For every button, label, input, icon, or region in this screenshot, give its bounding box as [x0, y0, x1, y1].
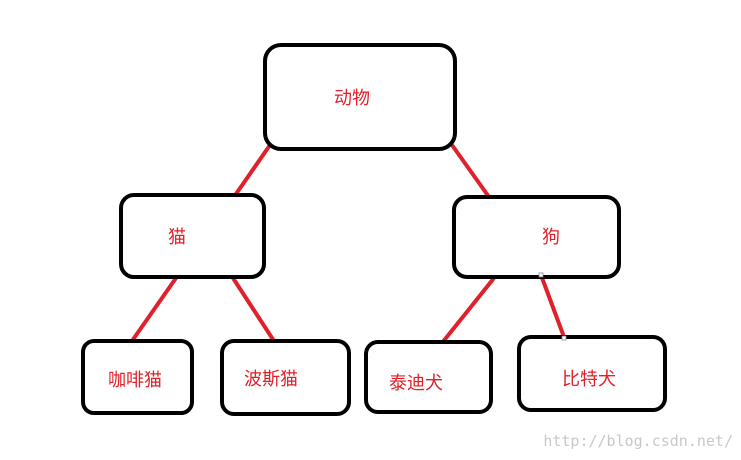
edge-animal-to-cat: [234, 143, 272, 196]
node-cat-box: [119, 193, 266, 279]
node-dog-box: [452, 195, 621, 279]
node-bichon-dog-box: [517, 335, 667, 412]
node-persian-cat: 波斯猫: [220, 339, 351, 416]
node-animal-label: 动物: [334, 88, 370, 109]
node-coffee-cat: 咖啡猫: [81, 339, 194, 415]
nodes-layer: 动物 猫 狗 咖啡猫 波斯猫 泰迪犬 比特犬: [81, 43, 667, 416]
edge-cat-to-coffee-cat: [130, 276, 178, 343]
node-bichon-dog: 比特犬: [517, 335, 667, 412]
edge-dog-to-teddy-dog: [440, 276, 496, 345]
edges-layer: [130, 143, 566, 345]
watermark: http://blog.csdn.net/: [543, 432, 733, 450]
node-persian-cat-label: 波斯猫: [244, 369, 298, 390]
edge-cat-to-persian-cat: [229, 273, 276, 343]
node-cat-label: 猫: [168, 227, 186, 248]
node-animal: 动物: [263, 43, 457, 151]
node-dog-label: 狗: [542, 227, 560, 248]
edge-dog-to-bichon-dog: [539, 274, 566, 338]
node-cat: 猫: [119, 193, 266, 279]
line-endpoint-handle: [561, 335, 567, 341]
node-bichon-dog-label: 比特犬: [562, 369, 616, 390]
node-dog: 狗: [452, 195, 621, 279]
node-teddy-dog-label: 泰迪犬: [389, 373, 443, 394]
line-endpoint-handle: [538, 272, 544, 278]
node-teddy-dog-box: [364, 340, 493, 414]
node-coffee-cat-box: [81, 339, 194, 415]
node-persian-cat-box: [220, 339, 351, 416]
node-teddy-dog: 泰迪犬: [364, 340, 493, 414]
edge-animal-to-dog: [450, 143, 491, 199]
selection-handles: [538, 272, 567, 341]
node-animal-box: [263, 43, 457, 151]
node-coffee-cat-label: 咖啡猫: [108, 370, 162, 391]
